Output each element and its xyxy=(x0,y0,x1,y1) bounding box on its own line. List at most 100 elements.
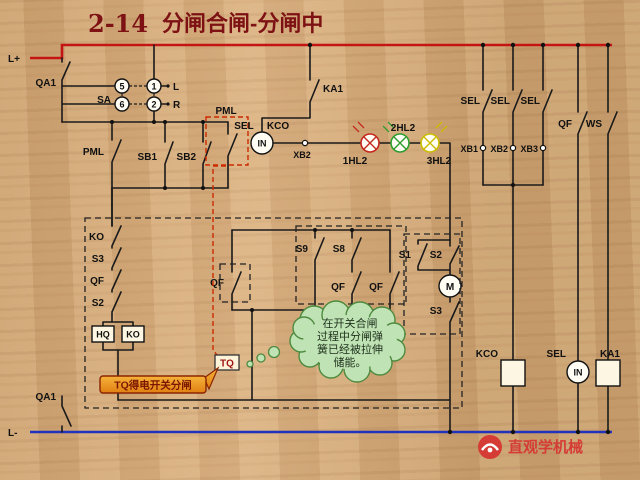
callout-box xyxy=(99,375,207,394)
tq-box xyxy=(214,354,240,371)
hq-coil xyxy=(91,325,115,343)
watermark-logo-dot xyxy=(487,447,493,453)
label-in-bottom: IN xyxy=(574,368,583,378)
in-meter-bottom xyxy=(566,360,590,384)
bubble-trail xyxy=(246,345,281,368)
label-sa: SA xyxy=(97,95,111,106)
sel-columns: SEL SEL SEL XB1 XB2 XB3 KCO xyxy=(460,42,553,435)
qf-ws-columns: QF WS IN SEL KA1 xyxy=(547,42,621,435)
label-s8: S8 xyxy=(333,244,346,255)
label-s9: S9 xyxy=(296,244,309,255)
lamp-green-x xyxy=(393,136,407,150)
label-s2-right: S2 xyxy=(430,250,443,261)
sa-contact-5 xyxy=(114,78,130,94)
mechanism-right: M S1 S2 S3 xyxy=(399,239,462,435)
label-pos-r: R xyxy=(173,100,181,111)
lamp-green-rays xyxy=(382,121,395,133)
label-lamp-2hl2: 2HL2 xyxy=(391,123,416,134)
sa-num-2: 2 xyxy=(151,100,156,110)
label-ws: WS xyxy=(586,119,602,130)
label-l-plus: L+ xyxy=(8,54,20,65)
label-l-minus: L- xyxy=(8,428,17,439)
positive-bus xyxy=(30,43,612,60)
lamp-yellow-rays xyxy=(435,121,448,133)
cloud-body xyxy=(303,315,397,369)
label-sel-1: SEL xyxy=(461,96,480,107)
label-xb2-col: XB2 xyxy=(490,144,508,154)
cloud-line-1: 在开关合闸 xyxy=(323,316,378,330)
sa-num-6: 6 xyxy=(119,100,124,110)
label-in-top: IN xyxy=(258,139,267,149)
label-sel-3: SEL xyxy=(521,96,540,107)
qa1-bottom-switch: QA1 xyxy=(35,392,72,433)
label-xb1: XB1 xyxy=(460,144,478,154)
dashed-boundaries xyxy=(84,217,463,409)
label-pml-upper: PML xyxy=(215,106,236,117)
lamp-red-rays xyxy=(352,121,365,133)
ka1-coil xyxy=(595,359,621,387)
tq-release: TQ xyxy=(214,354,240,371)
label-kco-bottom: KCO xyxy=(476,349,498,360)
kco-coil xyxy=(500,359,526,387)
watermark-logo-arc xyxy=(481,443,499,451)
tq-signal-path xyxy=(212,165,226,356)
lamp-yellow-x xyxy=(423,136,437,150)
motor-box xyxy=(403,233,461,335)
label-qf-c1: QF xyxy=(331,282,345,293)
callout-text: TQ得电开关分闸 xyxy=(114,379,192,392)
label-sb2: SB2 xyxy=(177,152,197,163)
watermark-logo xyxy=(478,435,502,459)
label-qf-left: QF xyxy=(90,276,104,287)
xb2-terminal-top xyxy=(301,139,309,147)
cloud-line-4: 储能。 xyxy=(334,355,367,369)
label-sel-2: SEL xyxy=(491,96,510,107)
label-hq-coil: HQ xyxy=(96,330,110,340)
label-qf-c2: QF xyxy=(369,282,383,293)
sa-selector-switch: 5 1 6 2 SA L R xyxy=(61,44,181,123)
label-sel-meter: SEL xyxy=(234,121,253,132)
label-qf-mid: QF xyxy=(210,278,224,289)
watermark: 直观学机械 xyxy=(478,435,583,459)
sa-contact-6 xyxy=(114,96,130,112)
lamp-red-x xyxy=(363,136,377,150)
label-lamp-1hl2: 1HL2 xyxy=(343,156,368,167)
sa-num-5: 5 xyxy=(119,82,124,92)
page-title: 分闸合闸-分闸中 xyxy=(162,11,323,36)
label-xb3: XB3 xyxy=(520,144,538,154)
page-title-number: 2-14 xyxy=(88,9,148,38)
qf-mid-box xyxy=(219,263,251,303)
label-motor: M xyxy=(446,282,454,293)
label-qf-top-right: QF xyxy=(558,119,572,130)
watermark-text: 直观学机械 xyxy=(508,438,583,456)
control-branches: PML SB1 SB2 PML xyxy=(61,106,249,227)
sa-num-1: 1 xyxy=(151,82,156,92)
tq-callout: TQ得电开关分闸 xyxy=(99,366,220,394)
cloud-line-2: 过程中分闸弹 xyxy=(317,329,383,343)
label-ko-coil: KO xyxy=(126,330,140,340)
ko-coil xyxy=(121,325,145,343)
label-kco-meter: KCO xyxy=(267,121,289,132)
mechanism-outline-box xyxy=(84,217,463,409)
label-xb2-top: XB2 xyxy=(293,150,311,160)
label-ka1-bottom: KA1 xyxy=(600,349,620,360)
label-s1: S1 xyxy=(399,250,412,261)
label-sel-bottom: SEL xyxy=(547,349,566,360)
mechanism-left-chain: KO S3 QF S2 HQ KO xyxy=(89,187,145,401)
label-ka1-top: KA1 xyxy=(323,84,343,95)
pml-highlight-box xyxy=(205,116,249,166)
label-sb1: SB1 xyxy=(138,152,158,163)
qa1-top-switch: QA1 xyxy=(35,57,71,123)
label-s2-left: S2 xyxy=(92,298,105,309)
label-pml-left: PML xyxy=(83,147,104,158)
s9-s8-box xyxy=(295,225,407,305)
label-qa1-bottom: QA1 xyxy=(35,392,56,403)
label-pos-l: L xyxy=(173,82,179,93)
label-lamp-3hl2: 3HL2 xyxy=(427,156,452,167)
label-ko-contact: KO xyxy=(89,232,104,243)
thought-cloud: 在开关合闸 过程中分闸弹 簧已经被拉伸 储能。 xyxy=(289,300,406,383)
label-qa1-top: QA1 xyxy=(35,78,56,89)
label-tq: TQ xyxy=(220,359,234,370)
label-s3-left: S3 xyxy=(92,254,105,265)
